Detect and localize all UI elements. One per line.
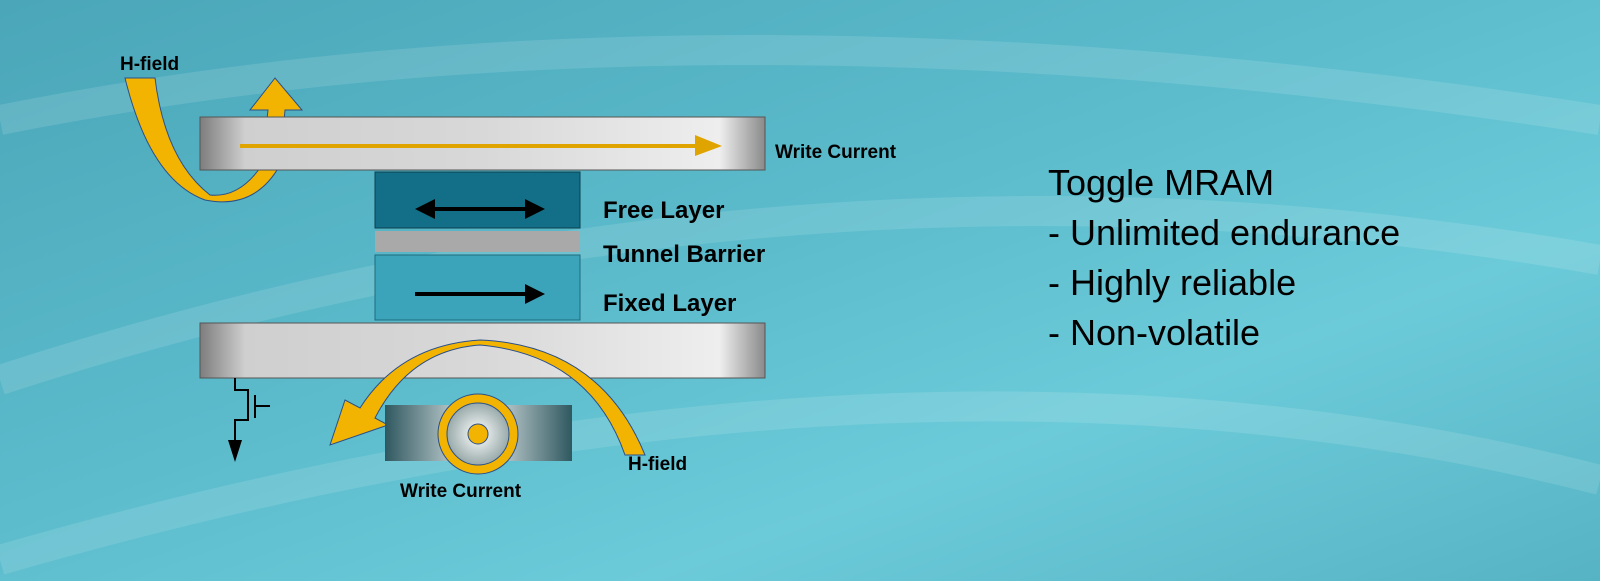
tunnel-barrier-label: Tunnel Barrier [603,241,765,268]
fixed-layer [374,254,581,321]
free-layer [374,171,581,229]
summary-item: - Highly reliable [1048,262,1297,303]
write-current-label-top: Write Current [775,142,897,163]
background-swooshes [0,35,1600,575]
free-layer-label: Free Layer [603,197,724,224]
bidirectional-arrow-icon [415,199,545,219]
summary-list: Toggle MRAM - Unlimited endurance - High… [1048,158,1400,358]
write-current-label-bottom: Write Current [400,481,522,502]
h-field-label-bottom: H-field [628,454,687,475]
summary-item: - Non-volatile [1048,312,1261,353]
transistor-icon [234,378,270,440]
summary-item: - Unlimited endurance [1048,212,1401,253]
right-arrow-icon [415,284,545,304]
write-current-arrowhead-top [695,135,722,156]
bottom-electrode [199,322,766,379]
summary-title: Toggle MRAM [1048,162,1275,203]
h-field-arrow-top [124,77,304,203]
current-out-of-page-icon [437,393,519,475]
h-field-label-top: H-field [120,54,179,75]
tunnel-barrier [375,231,580,252]
ground-arrow-icon [228,440,242,462]
top-write-line [199,116,766,171]
fixed-layer-label: Fixed Layer [603,290,736,317]
h-field-arrow-bottom [329,339,646,456]
